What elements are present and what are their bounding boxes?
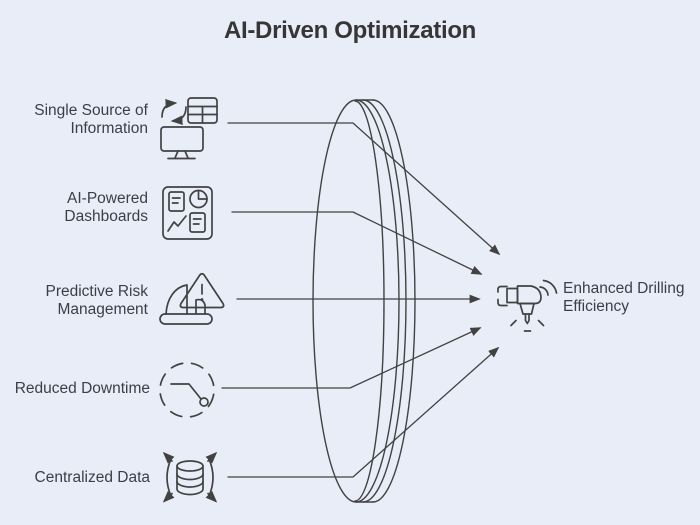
lens-shape bbox=[312, 99, 416, 503]
monitor-icon bbox=[160, 126, 204, 160]
drilling-rig-icon bbox=[159, 284, 213, 325]
sync-arrows-icon bbox=[161, 98, 187, 126]
database-expand-icon bbox=[162, 451, 218, 503]
dashed-clock-icon bbox=[159, 362, 215, 418]
connector-line-downtime bbox=[221, 327, 482, 389]
item-label-centralized-data: Centralized Data bbox=[34, 469, 150, 486]
item-label-reduced-downtime: Reduced Downtime bbox=[14, 380, 150, 397]
connector-lines bbox=[221, 122, 501, 478]
item-label-ai-powered-dashboards: AI-Powered Dashboards bbox=[64, 190, 148, 225]
dashboard-icon bbox=[162, 186, 213, 240]
connector-line-dashboards bbox=[231, 211, 483, 275]
connector-line-single-source bbox=[227, 122, 501, 256]
item-label-predictive-risk-management: Predictive Risk Management bbox=[45, 283, 149, 318]
item-label-single-source-of-information: Single Source of Information bbox=[34, 102, 148, 137]
diagram-title: AI-Driven Optimization bbox=[223, 17, 477, 44]
smart-drill-icon bbox=[497, 279, 558, 332]
table-icon bbox=[187, 97, 218, 124]
connector-line-centralized bbox=[227, 346, 500, 478]
result-label-enhanced-drilling-efficiency: Enhanced Drilling Efficiency bbox=[563, 280, 685, 315]
